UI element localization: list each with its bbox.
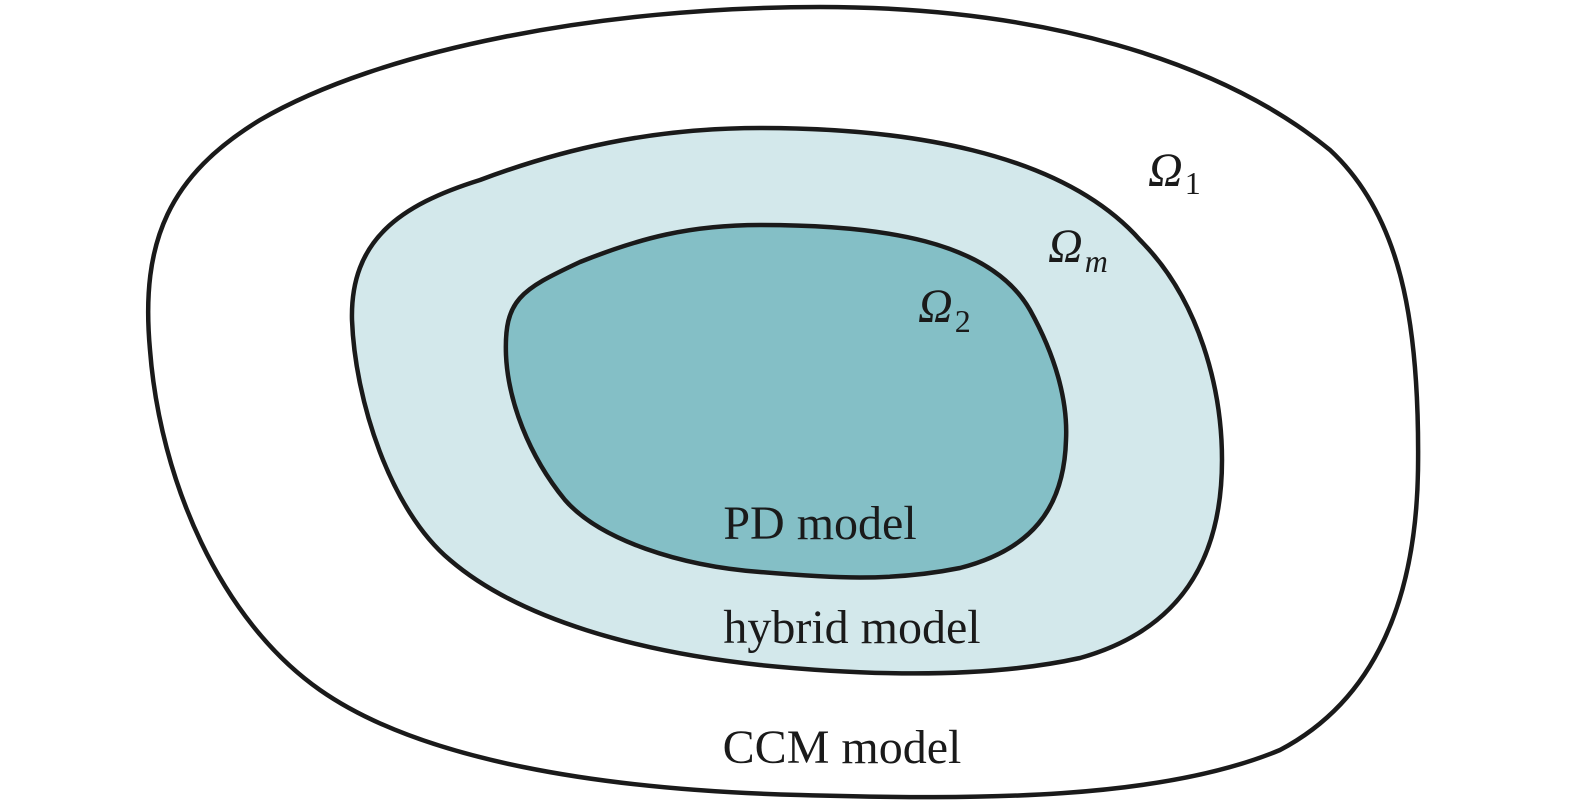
hybrid-model-label: hybrid model xyxy=(723,601,980,654)
omega-1-letter: Ω xyxy=(1148,144,1183,197)
omega-1-symbol: Ω1 xyxy=(1148,144,1201,201)
pd-model-label: PD model xyxy=(723,497,916,550)
omega-2-subscript: 2 xyxy=(955,303,971,339)
inner-region-pd xyxy=(503,222,1069,580)
ccm-model-label: CCM model xyxy=(723,721,962,774)
omega-m-letter: Ω xyxy=(1048,220,1083,273)
omega-2-letter: Ω xyxy=(918,280,953,333)
omega-m-symbol: Ωm xyxy=(1048,220,1108,279)
omega-2-symbol: Ω2 xyxy=(918,280,971,339)
omega-1-subscript: 1 xyxy=(1185,165,1201,201)
omega-m-subscript: m xyxy=(1085,243,1108,279)
